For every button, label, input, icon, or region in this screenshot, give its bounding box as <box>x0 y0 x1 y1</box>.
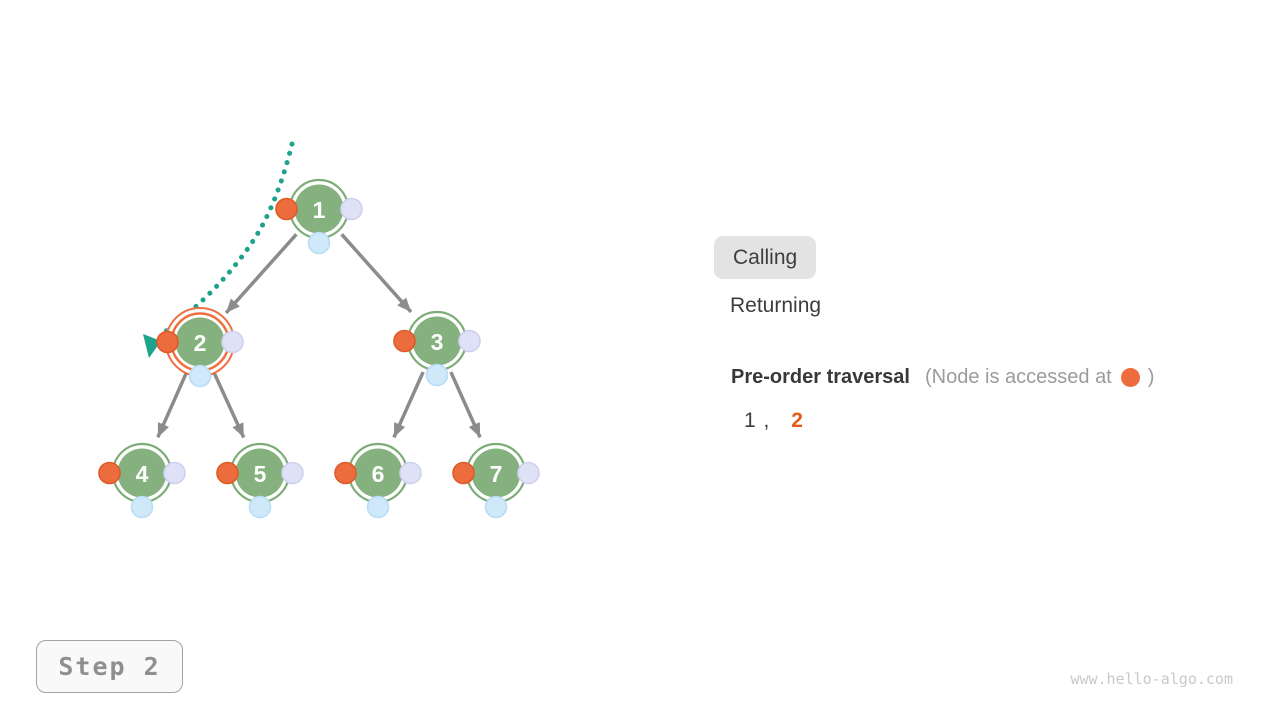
tree-node-4: 4 <box>98 442 186 519</box>
postorder-dot <box>517 461 540 485</box>
caption-title: Pre-order traversal <box>731 366 910 388</box>
tree-node-7: 7 <box>452 442 540 519</box>
node-label: 3 <box>431 329 444 355</box>
caption: Pre-order traversal (Node is accessed at… <box>731 366 1154 389</box>
tree-edge-1-3 <box>340 233 413 314</box>
inorder-dot <box>188 364 212 388</box>
inorder-dot <box>366 495 390 519</box>
node-label: 7 <box>490 461 503 487</box>
legend-item-returning: Returning <box>730 294 822 317</box>
preorder-access-dot <box>216 461 239 485</box>
node-body <box>294 184 344 234</box>
tree-node-2: 2 <box>156 307 244 388</box>
node-body <box>412 316 462 366</box>
node-label: 6 <box>372 461 385 487</box>
postorder-dot <box>221 330 244 354</box>
tree-edge-3-7 <box>449 371 482 439</box>
preorder-access-dot <box>275 197 298 221</box>
postorder-dot <box>163 461 186 485</box>
node-body <box>353 448 403 498</box>
preorder-access-dot <box>334 461 357 485</box>
node-label: 2 <box>194 330 207 356</box>
inorder-dot <box>425 363 449 387</box>
preorder-access-dot <box>393 329 416 353</box>
watermark: www.hello-algo.com <box>1070 670 1233 688</box>
tree-node-3: 3 <box>393 310 481 387</box>
tree-edge-2-4 <box>156 372 188 439</box>
tree-node-1: 1 <box>275 178 363 255</box>
tree-node-6: 6 <box>334 442 422 519</box>
traversal-sequence: 1 , 2 <box>744 409 803 433</box>
node-label: 1 <box>313 197 326 223</box>
preorder-access-dot <box>98 461 121 485</box>
node-body <box>235 448 285 498</box>
postorder-dot <box>340 197 363 221</box>
postorder-dot <box>458 329 481 353</box>
node-body <box>175 317 225 367</box>
preorder-access-dot <box>156 330 179 354</box>
node-label: 5 <box>254 461 267 487</box>
access-dot-icon <box>1120 368 1140 387</box>
caption-note-suffix: ) <box>1147 366 1155 388</box>
sequence-visited: 1 , <box>744 409 771 432</box>
node-body <box>117 448 167 498</box>
node-label: 4 <box>136 461 149 487</box>
tree-edge-3-6 <box>392 371 425 439</box>
tree-edge-2-5 <box>212 372 246 439</box>
traversal-pointer-path <box>159 141 295 337</box>
caption-note: (Node is accessed at <box>924 366 1112 388</box>
inorder-dot <box>130 495 154 519</box>
tree-node-5: 5 <box>216 442 304 519</box>
inorder-dot <box>307 231 331 255</box>
node-body <box>471 448 521 498</box>
tree-edge-1-2 <box>224 233 298 315</box>
step-indicator: Step 2 <box>36 640 183 693</box>
postorder-dot <box>399 461 422 485</box>
postorder-dot <box>281 461 304 485</box>
inorder-dot <box>484 495 508 519</box>
legend-item-calling: Calling <box>714 236 817 279</box>
preorder-access-dot <box>452 461 475 485</box>
inorder-dot <box>248 495 272 519</box>
sequence-current: 2 <box>791 409 803 432</box>
